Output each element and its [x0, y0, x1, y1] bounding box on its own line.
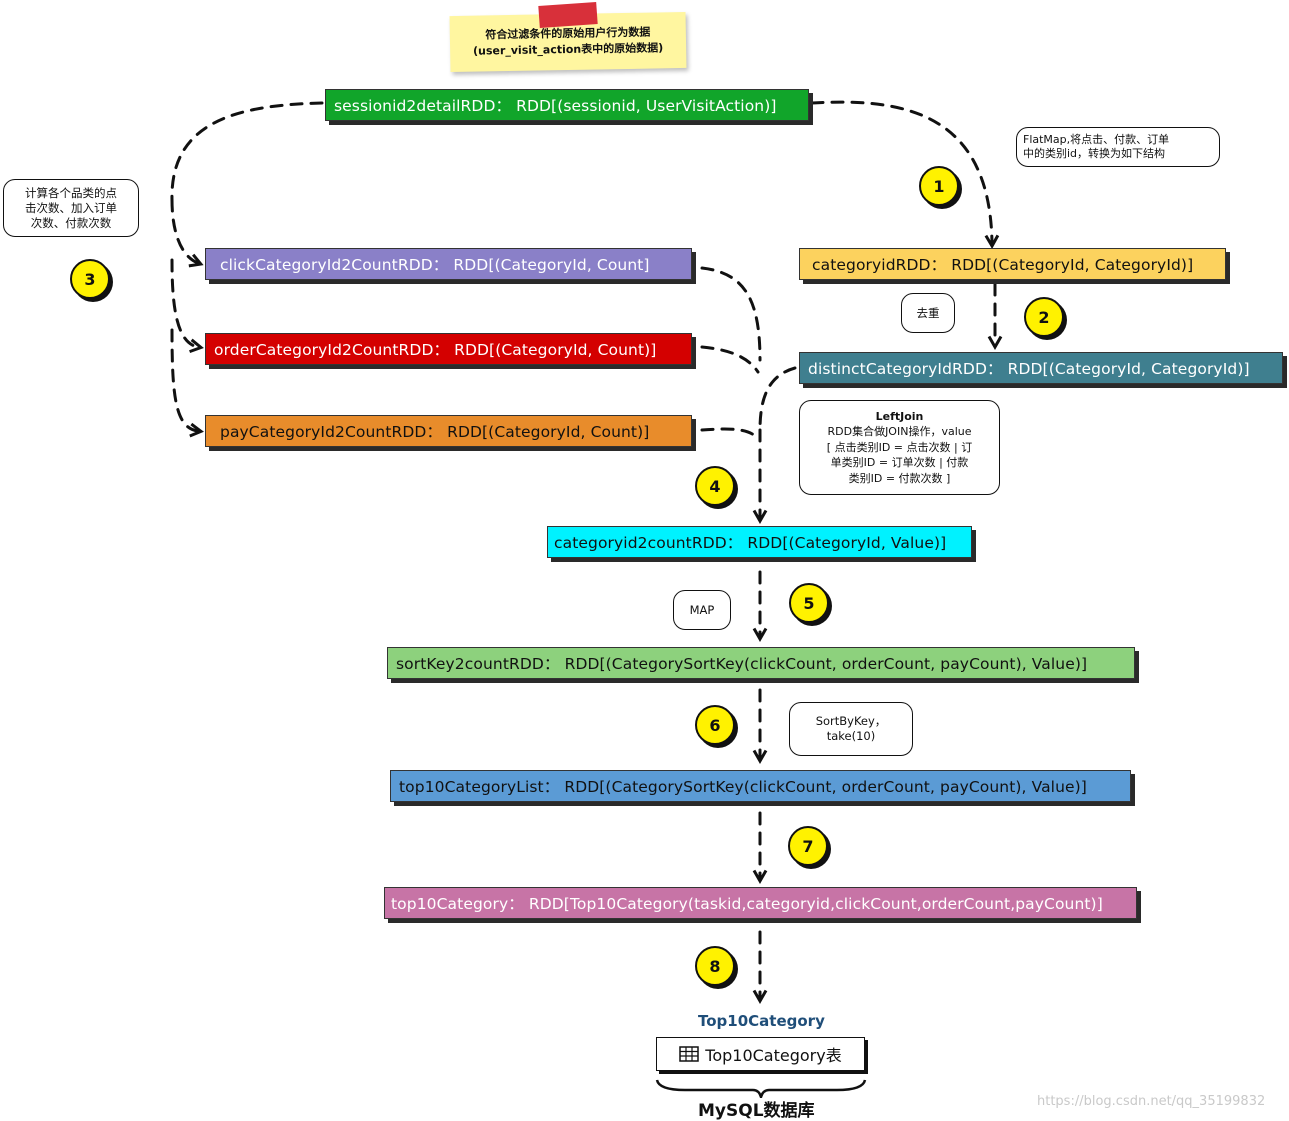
connector-click	[700, 266, 762, 362]
note-line-2: (user_visit_action表中的原始数据)	[472, 41, 664, 58]
sortby-line-1: SortByKey，	[815, 714, 887, 728]
step-7-badge: 7	[788, 826, 828, 866]
sortkey-rdd-box: sortKey2countRDD： RDD[(CategorySortKey(c…	[387, 647, 1135, 679]
step-1-badge: 1	[919, 166, 959, 206]
flatmap-line-1: FlatMap,将点击、付款、订单	[1023, 133, 1170, 146]
connector-pay	[700, 427, 760, 442]
connector-distinct	[758, 366, 797, 432]
arrow-session-to-categoryid	[810, 100, 1000, 250]
flatmap-bubble: FlatMap,将点击、付款、订单 中的类别id，转换为如下结构	[1016, 127, 1220, 167]
count-each-line-1: 计算各个品类的点	[25, 185, 117, 200]
leftjoin-line-4: 类别ID = 付款次数 ]	[848, 471, 951, 485]
map-text: MAP	[689, 602, 715, 617]
pay-rdd-box: payCategoryId2CountRDD： RDD[(CategoryId,…	[205, 415, 692, 447]
step-3-badge: 3	[70, 259, 110, 299]
arrow-to-pay	[170, 328, 204, 438]
count-each-bubble: 计算各个品类的点 击次数、加入订单 次数、付款次数	[3, 179, 139, 237]
count-each-line-3: 次数、付款次数	[30, 215, 112, 230]
step-8-badge: 8	[695, 946, 735, 986]
count-each-line-2: 击次数、加入订单	[25, 200, 117, 215]
note-tape	[538, 2, 598, 28]
order-rdd-box: orderCategoryId2CountRDD： RDD[(CategoryI…	[205, 333, 692, 365]
distinct-rdd-box: distinctCategoryIdRDD： RDD[(CategoryId, …	[799, 352, 1283, 384]
arrow-to-order	[170, 258, 204, 354]
dedupe-bubble: 去重	[901, 293, 955, 333]
leftjoin-line-1: RDD集合做JOIN操作，value	[827, 425, 972, 439]
dedupe-text: 去重	[916, 305, 940, 320]
flatmap-line-2: 中的类别id，转换为如下结构	[1023, 147, 1166, 160]
sortby-line-2: take(10)	[826, 729, 876, 743]
step-6-badge: 6	[695, 705, 735, 745]
step-4-badge: 4	[695, 466, 735, 506]
leftjoin-title: LeftJoin	[875, 409, 924, 423]
leftjoin-line-2: [ 点击类别ID = 点击次数 | 订	[826, 440, 973, 454]
connector-order	[700, 345, 760, 374]
db-section-title: Top10Category	[698, 1012, 825, 1030]
connector-session-left	[170, 101, 324, 202]
top10list-rdd-box: top10CategoryList： RDD[(CategorySortKey(…	[390, 770, 1131, 802]
session-rdd-box: sessionid2detailRDD： RDD[(sessionid, Use…	[325, 89, 809, 121]
db-label: MySQL数据库	[698, 1101, 815, 1121]
leftjoin-line-3: 单类别ID = 订单次数 | 付款	[830, 456, 969, 470]
db-brace	[655, 1079, 867, 1098]
db-table-box: Top10Category表	[656, 1037, 865, 1071]
leftjoin-bubble: LeftJoin RDD集合做JOIN操作，value [ 点击类别ID = 点…	[799, 400, 1000, 495]
step-2-badge: 2	[1024, 297, 1064, 337]
table-grid-icon	[679, 1046, 700, 1062]
categoryid-rdd-box: categoryidRDD： RDD[(CategoryId, Category…	[799, 248, 1226, 280]
arrow-to-click	[170, 198, 204, 268]
click-rdd-box: clickCategoryId2CountRDD： RDD[(CategoryI…	[205, 248, 692, 280]
count-rdd-box: categoryid2countRDD： RDD[(CategoryId, Va…	[547, 526, 972, 558]
top10category-rdd-box: top10Category： RDD[Top10Category(taskid,…	[384, 887, 1137, 919]
map-bubble: MAP	[673, 590, 731, 630]
sortby-bubble: SortByKey， take(10)	[789, 702, 913, 756]
watermark: https://blog.csdn.net/qq_35199832	[1037, 1094, 1266, 1109]
step-5-badge: 5	[789, 583, 829, 623]
db-table-name: Top10Category表	[705, 1046, 842, 1065]
